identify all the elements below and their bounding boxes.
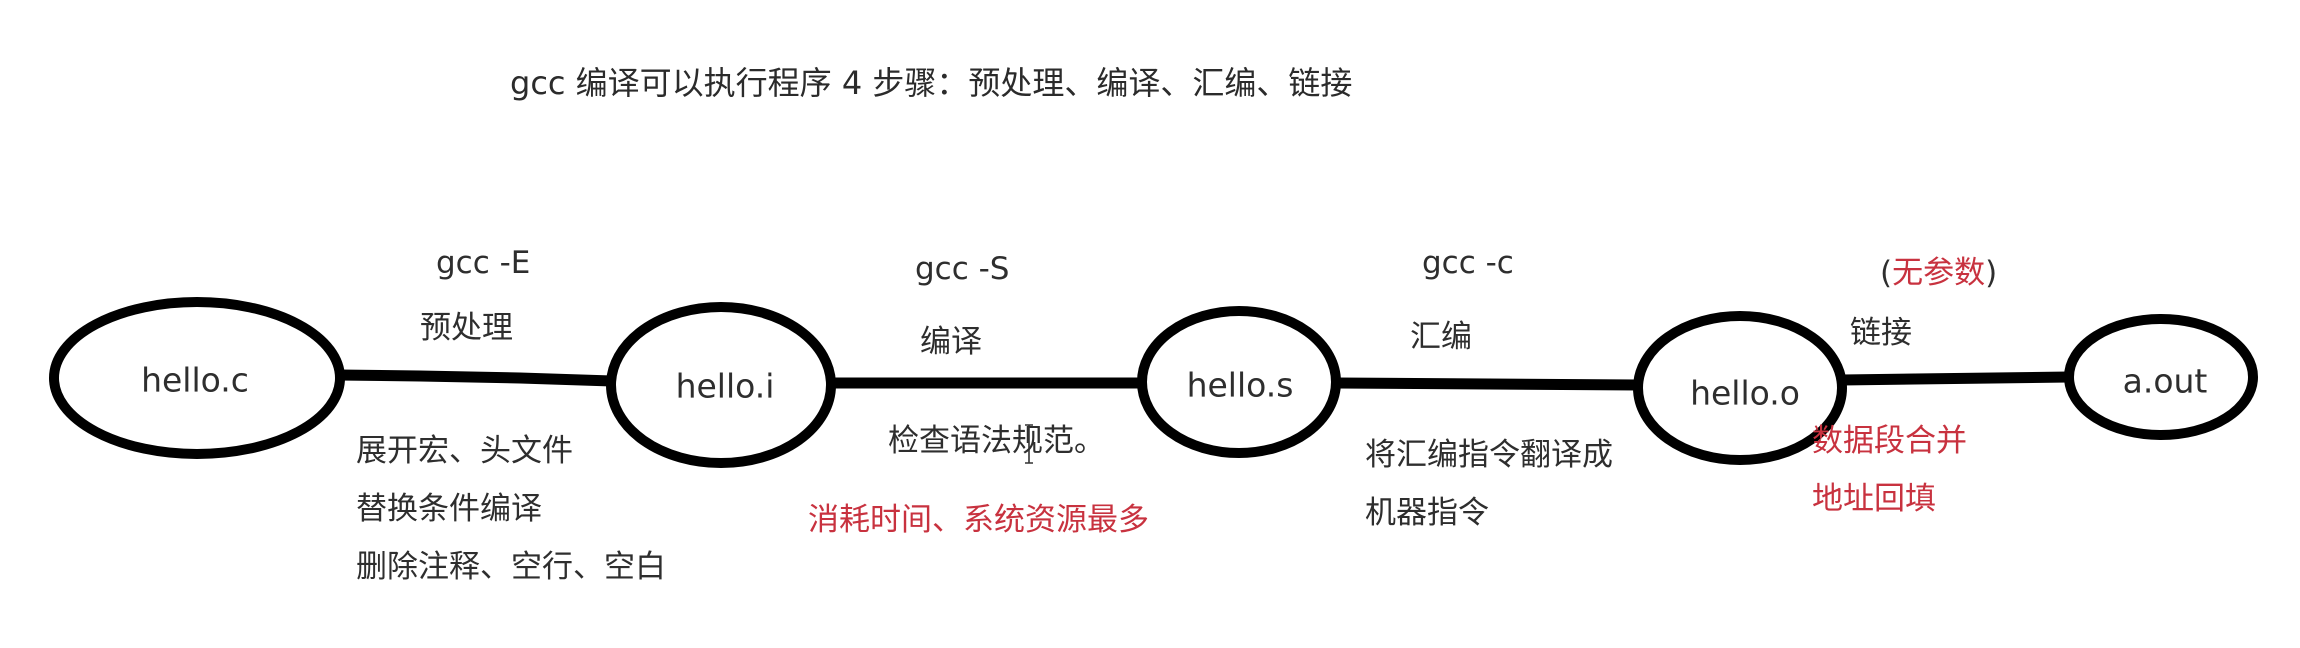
edge-4-command-close-paren: ) (1985, 255, 1998, 291)
edge-4-command: (无参数) (1880, 258, 1997, 289)
edge-2-red-note-1: 消耗时间、系统资源最多 (808, 502, 1149, 538)
node-hello-c: hello.c (141, 360, 249, 400)
edge-1-note-3: 删除注释、空行、空白 (356, 549, 666, 585)
node-hello-i: hello.i (675, 366, 775, 406)
edge-3-note-1: 将汇编指令翻译成 (1365, 437, 1613, 473)
edge-4-red-note-1: 数据段合并 (1812, 423, 1967, 459)
edge-2-command: gcc -S (915, 251, 1010, 287)
node-hello-s: hello.s (1186, 365, 1294, 405)
edge-line-o-to-aout (1836, 371, 2075, 386)
edge-1-command: gcc -E (436, 245, 531, 281)
edge-1-stage: 预处理 (420, 310, 513, 346)
edge-2-stage: 编译 (920, 324, 982, 360)
node-a-out: a.out (2122, 361, 2208, 401)
edge-2-note-1: 检查语法规范。 (888, 423, 1105, 459)
text-cursor-icon (1025, 424, 1033, 464)
node-hello-o-shape (1633, 311, 1847, 465)
edge-4-command-open-paren: ( (1880, 255, 1893, 291)
node-hello-i-shape (606, 302, 836, 468)
edge-4-red-note-2: 地址回填 (1812, 481, 1936, 517)
edge-line-c-to-i (332, 369, 618, 387)
diagram-title: gcc 编译可以执行程序 4 步骤：预处理、编译、汇编、链接 (510, 64, 1353, 102)
node-hello-o: hello.o (1690, 373, 1800, 413)
edge-1-note-2: 替换条件编译 (356, 491, 542, 527)
edge-line-s-to-o (1330, 377, 1644, 391)
edge-3-command: gcc -c (1422, 245, 1514, 281)
node-hello-s-shape (1137, 306, 1341, 458)
edge-1-note-1: 展开宏、头文件 (356, 433, 573, 469)
edge-3-note-2: 机器指令 (1365, 495, 1489, 531)
edge-4-command-no-args: 无参数 (1892, 255, 1986, 291)
edge-4-stage: 链接 (1850, 315, 1912, 351)
node-a-out-shape (2064, 314, 2258, 440)
node-hello-c-shape (49, 297, 345, 459)
edge-3-stage: 汇编 (1410, 319, 1472, 355)
